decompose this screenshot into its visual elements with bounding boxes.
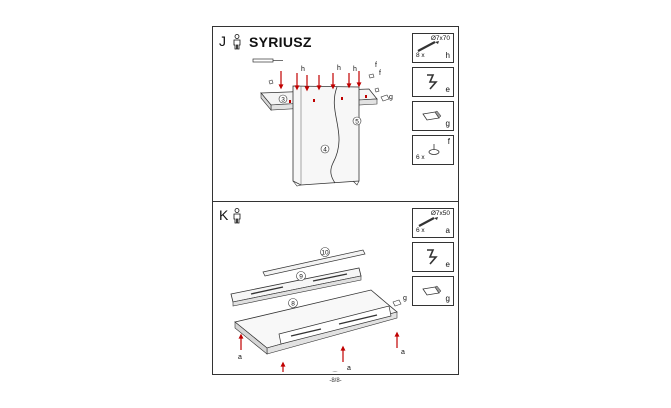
- one-person-icon: [233, 34, 241, 50]
- hardware-label-a: a: [401, 349, 405, 356]
- hardware-list-k: Ø7x50 6 x a e g: [412, 208, 454, 306]
- foot-pad-icon: [428, 144, 440, 155]
- hardware-label-a: a: [238, 354, 242, 361]
- step-k-assembly-drawing: 10 9 8 a a a a g: [230, 247, 407, 372]
- step-k-section: K: [213, 202, 458, 375]
- hardware-label-h: h: [353, 66, 357, 73]
- instruction-page-frame: J SYRIUSZ: [212, 26, 459, 375]
- step-k-letter: K: [219, 207, 229, 223]
- step-j-letter: J: [219, 33, 226, 49]
- cap-icon: [422, 285, 442, 296]
- section-divider: [213, 201, 458, 202]
- hardware-item: e: [412, 242, 454, 272]
- hardware-label-a: a: [347, 365, 351, 372]
- hardware-item: g: [412, 276, 454, 306]
- hardware-item: Ø7x70 8 x h: [412, 33, 454, 63]
- screwdriver-icon: [252, 58, 283, 63]
- hardware-item: 6 x f: [412, 135, 454, 165]
- confirmat-screw-icon: [417, 41, 439, 52]
- hardware-label-h: h: [301, 66, 305, 73]
- part-label-3: 3: [281, 97, 285, 104]
- cap-icon: [422, 110, 442, 121]
- hardware-item: e: [412, 67, 454, 97]
- hardware-label-f: f: [379, 70, 381, 77]
- confirmat-screw-icon: [418, 217, 438, 227]
- hardware-item: g: [412, 101, 454, 131]
- part-label-4: 4: [323, 147, 327, 154]
- hardware-label-h: h: [337, 65, 341, 72]
- page-number: -8/8-: [329, 378, 342, 384]
- hardware-list-j: Ø7x70 8 x h e g: [412, 33, 454, 165]
- product-name: SYRIUSZ: [249, 34, 312, 50]
- allen-key-icon: [427, 249, 438, 265]
- hardware-item: Ø7x50 6 x a: [412, 208, 454, 238]
- one-person-icon: [233, 208, 241, 224]
- allen-key-icon: [427, 74, 438, 90]
- part-label-9: 9: [299, 274, 303, 281]
- part-label-10: 10: [321, 250, 329, 257]
- part-label-5: 5: [355, 119, 359, 126]
- hardware-label-g: g: [389, 94, 393, 101]
- hardware-label-f: f: [375, 62, 377, 69]
- hardware-label-g: g: [403, 295, 407, 302]
- part-label-8: 8: [291, 301, 295, 308]
- step-j-section: J SYRIUSZ: [213, 27, 458, 201]
- step-j-assembly-drawing: 3 4 5 h h h f f g: [252, 58, 393, 187]
